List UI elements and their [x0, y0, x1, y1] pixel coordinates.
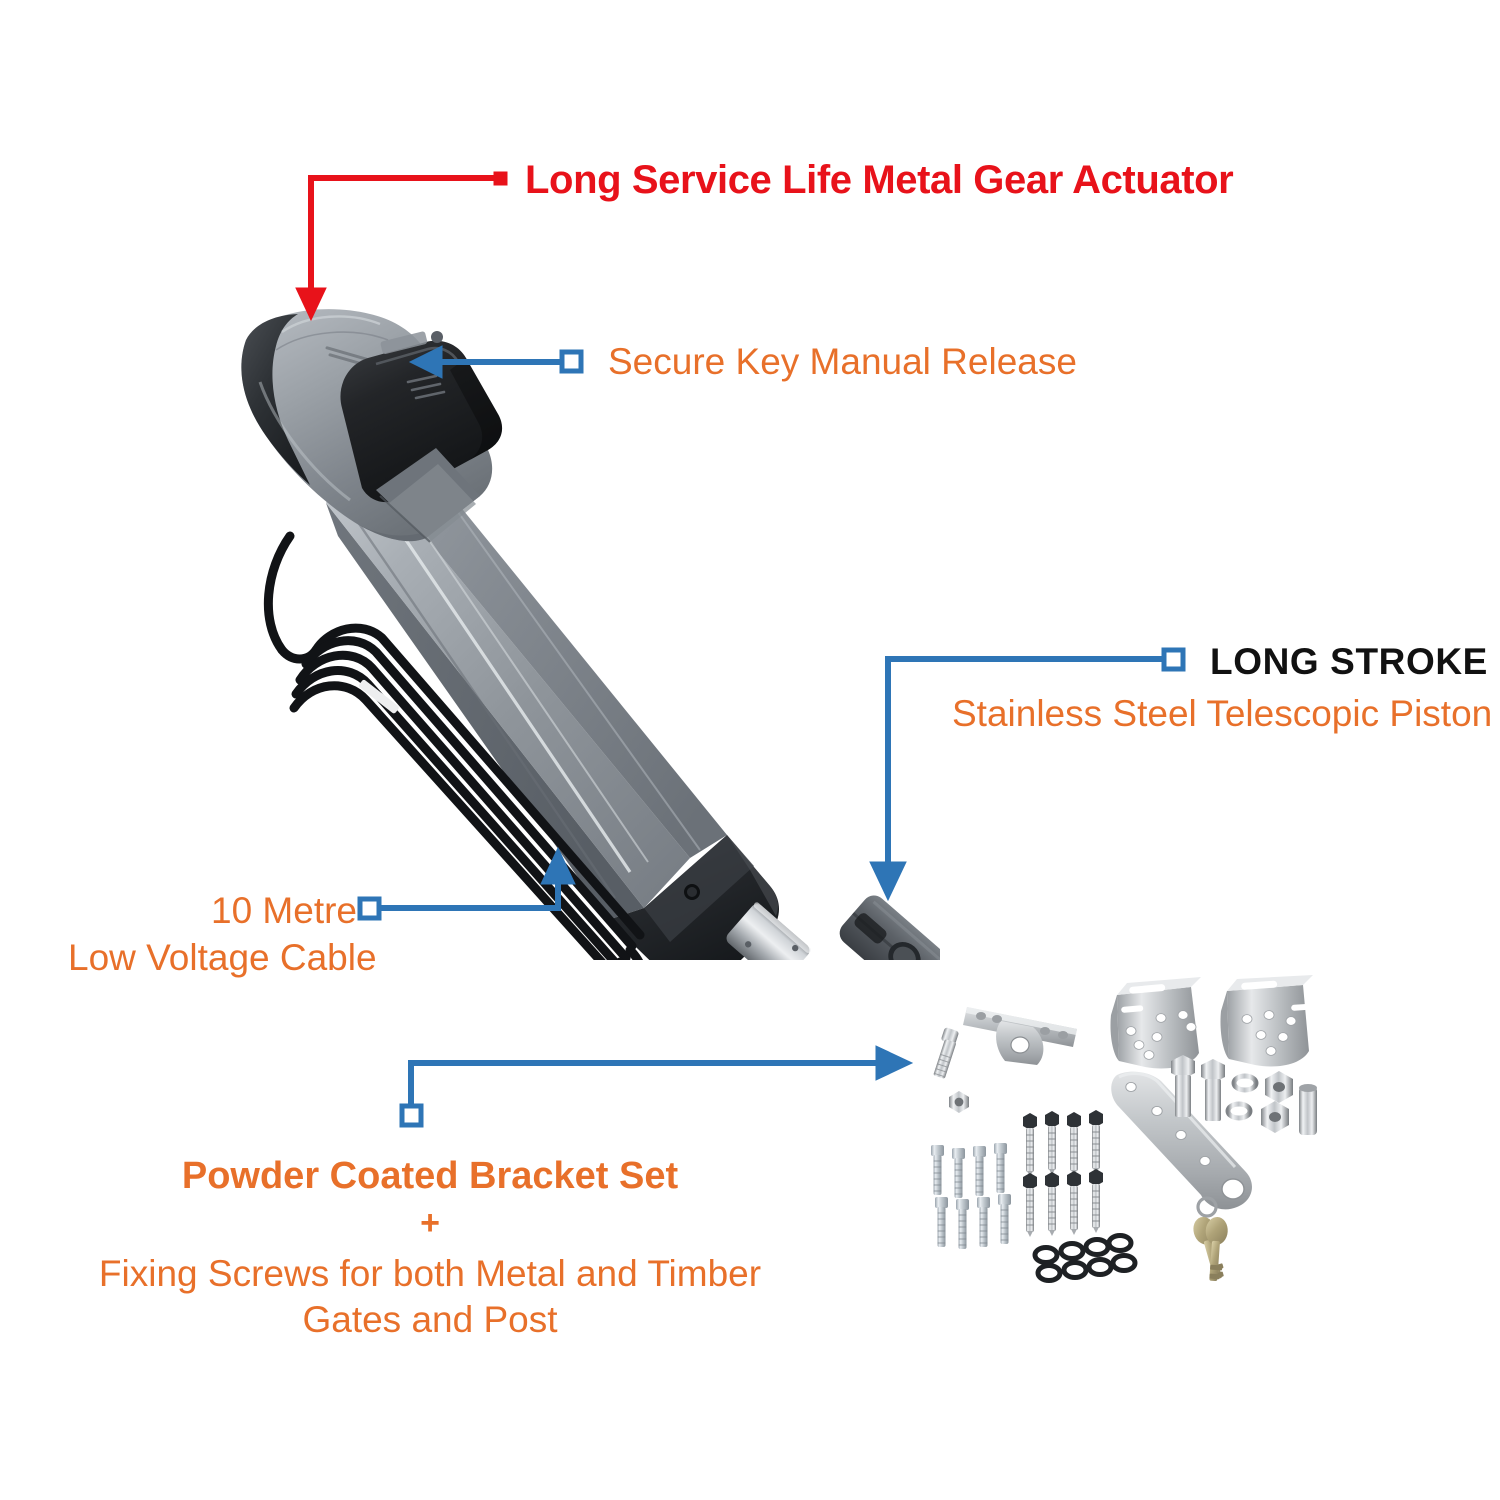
hex-nut [949, 1091, 969, 1113]
aluminium-arm-body [326, 420, 727, 920]
connector-key-release [408, 345, 584, 379]
cable-tie [359, 679, 399, 714]
post-bracket-l-shape [1220, 975, 1313, 1067]
callout-label-cable-line1: 10 Metre [211, 890, 358, 931]
post-bracket-l-shape [1110, 977, 1201, 1069]
callout-label-bracket-sub-line1: Fixing Screws for both Metal and Timber [98, 1253, 762, 1294]
release-key-pair [1193, 1196, 1228, 1282]
callout-label-cable-line2: Low Voltage Cable [68, 937, 377, 978]
key-release-cover [340, 331, 503, 503]
motor-label [325, 346, 379, 370]
coach-screw-group [1023, 1110, 1103, 1237]
gate-bracket-flat-plate [963, 1007, 1077, 1065]
callout-label-long-stroke-subtitle: Stainless Steel Telescopic Piston [952, 693, 1493, 734]
clevis-pin [933, 1027, 959, 1079]
callout-label-key-release: Secure Key Manual Release [608, 341, 1077, 382]
connector-cable [357, 846, 576, 921]
connector-actuator [295, 171, 508, 322]
callout-label-bracket-plus: + [420, 1204, 440, 1242]
arm-joint-collar [376, 448, 480, 543]
nyloc-nut [1265, 1071, 1293, 1103]
callout-label-bracket-sub-line2: Gates and Post [302, 1299, 558, 1340]
hex-bolt [1171, 1055, 1195, 1117]
callout-label-bracket-title: Powder Coated Bracket Set [181, 1155, 679, 1197]
connector-long-stroke [869, 647, 1186, 902]
spacer-sleeve [1299, 1084, 1317, 1135]
flat-washer-group [1032, 1233, 1138, 1283]
clevis-fork [839, 895, 940, 960]
piston-end-cap [608, 835, 779, 960]
spring-washer [1225, 1101, 1253, 1121]
keyhole [380, 331, 443, 354]
stainless-steel-piston-shaft [726, 902, 812, 960]
self-drilling-screw-group [931, 1143, 1011, 1249]
actuator-product-image [241, 309, 940, 960]
bracket-and-fixings-kit-image [931, 975, 1317, 1283]
nyloc-nut [1261, 1101, 1289, 1133]
callout-label-actuator: Long Service Life Metal Gear Actuator [525, 158, 1234, 202]
bracket-set-text-block: Powder Coated Bracket Set + Fixing Screw… [30, 1155, 830, 1341]
motor-head-housing [241, 309, 493, 542]
connector-bracket-set [399, 1045, 914, 1128]
hex-bolt [1201, 1059, 1225, 1121]
callout-label-long-stroke-title: LONG STROKE [1210, 641, 1488, 682]
curved-gate-arm-bracket [1111, 1071, 1252, 1210]
spring-washer [1231, 1073, 1259, 1093]
